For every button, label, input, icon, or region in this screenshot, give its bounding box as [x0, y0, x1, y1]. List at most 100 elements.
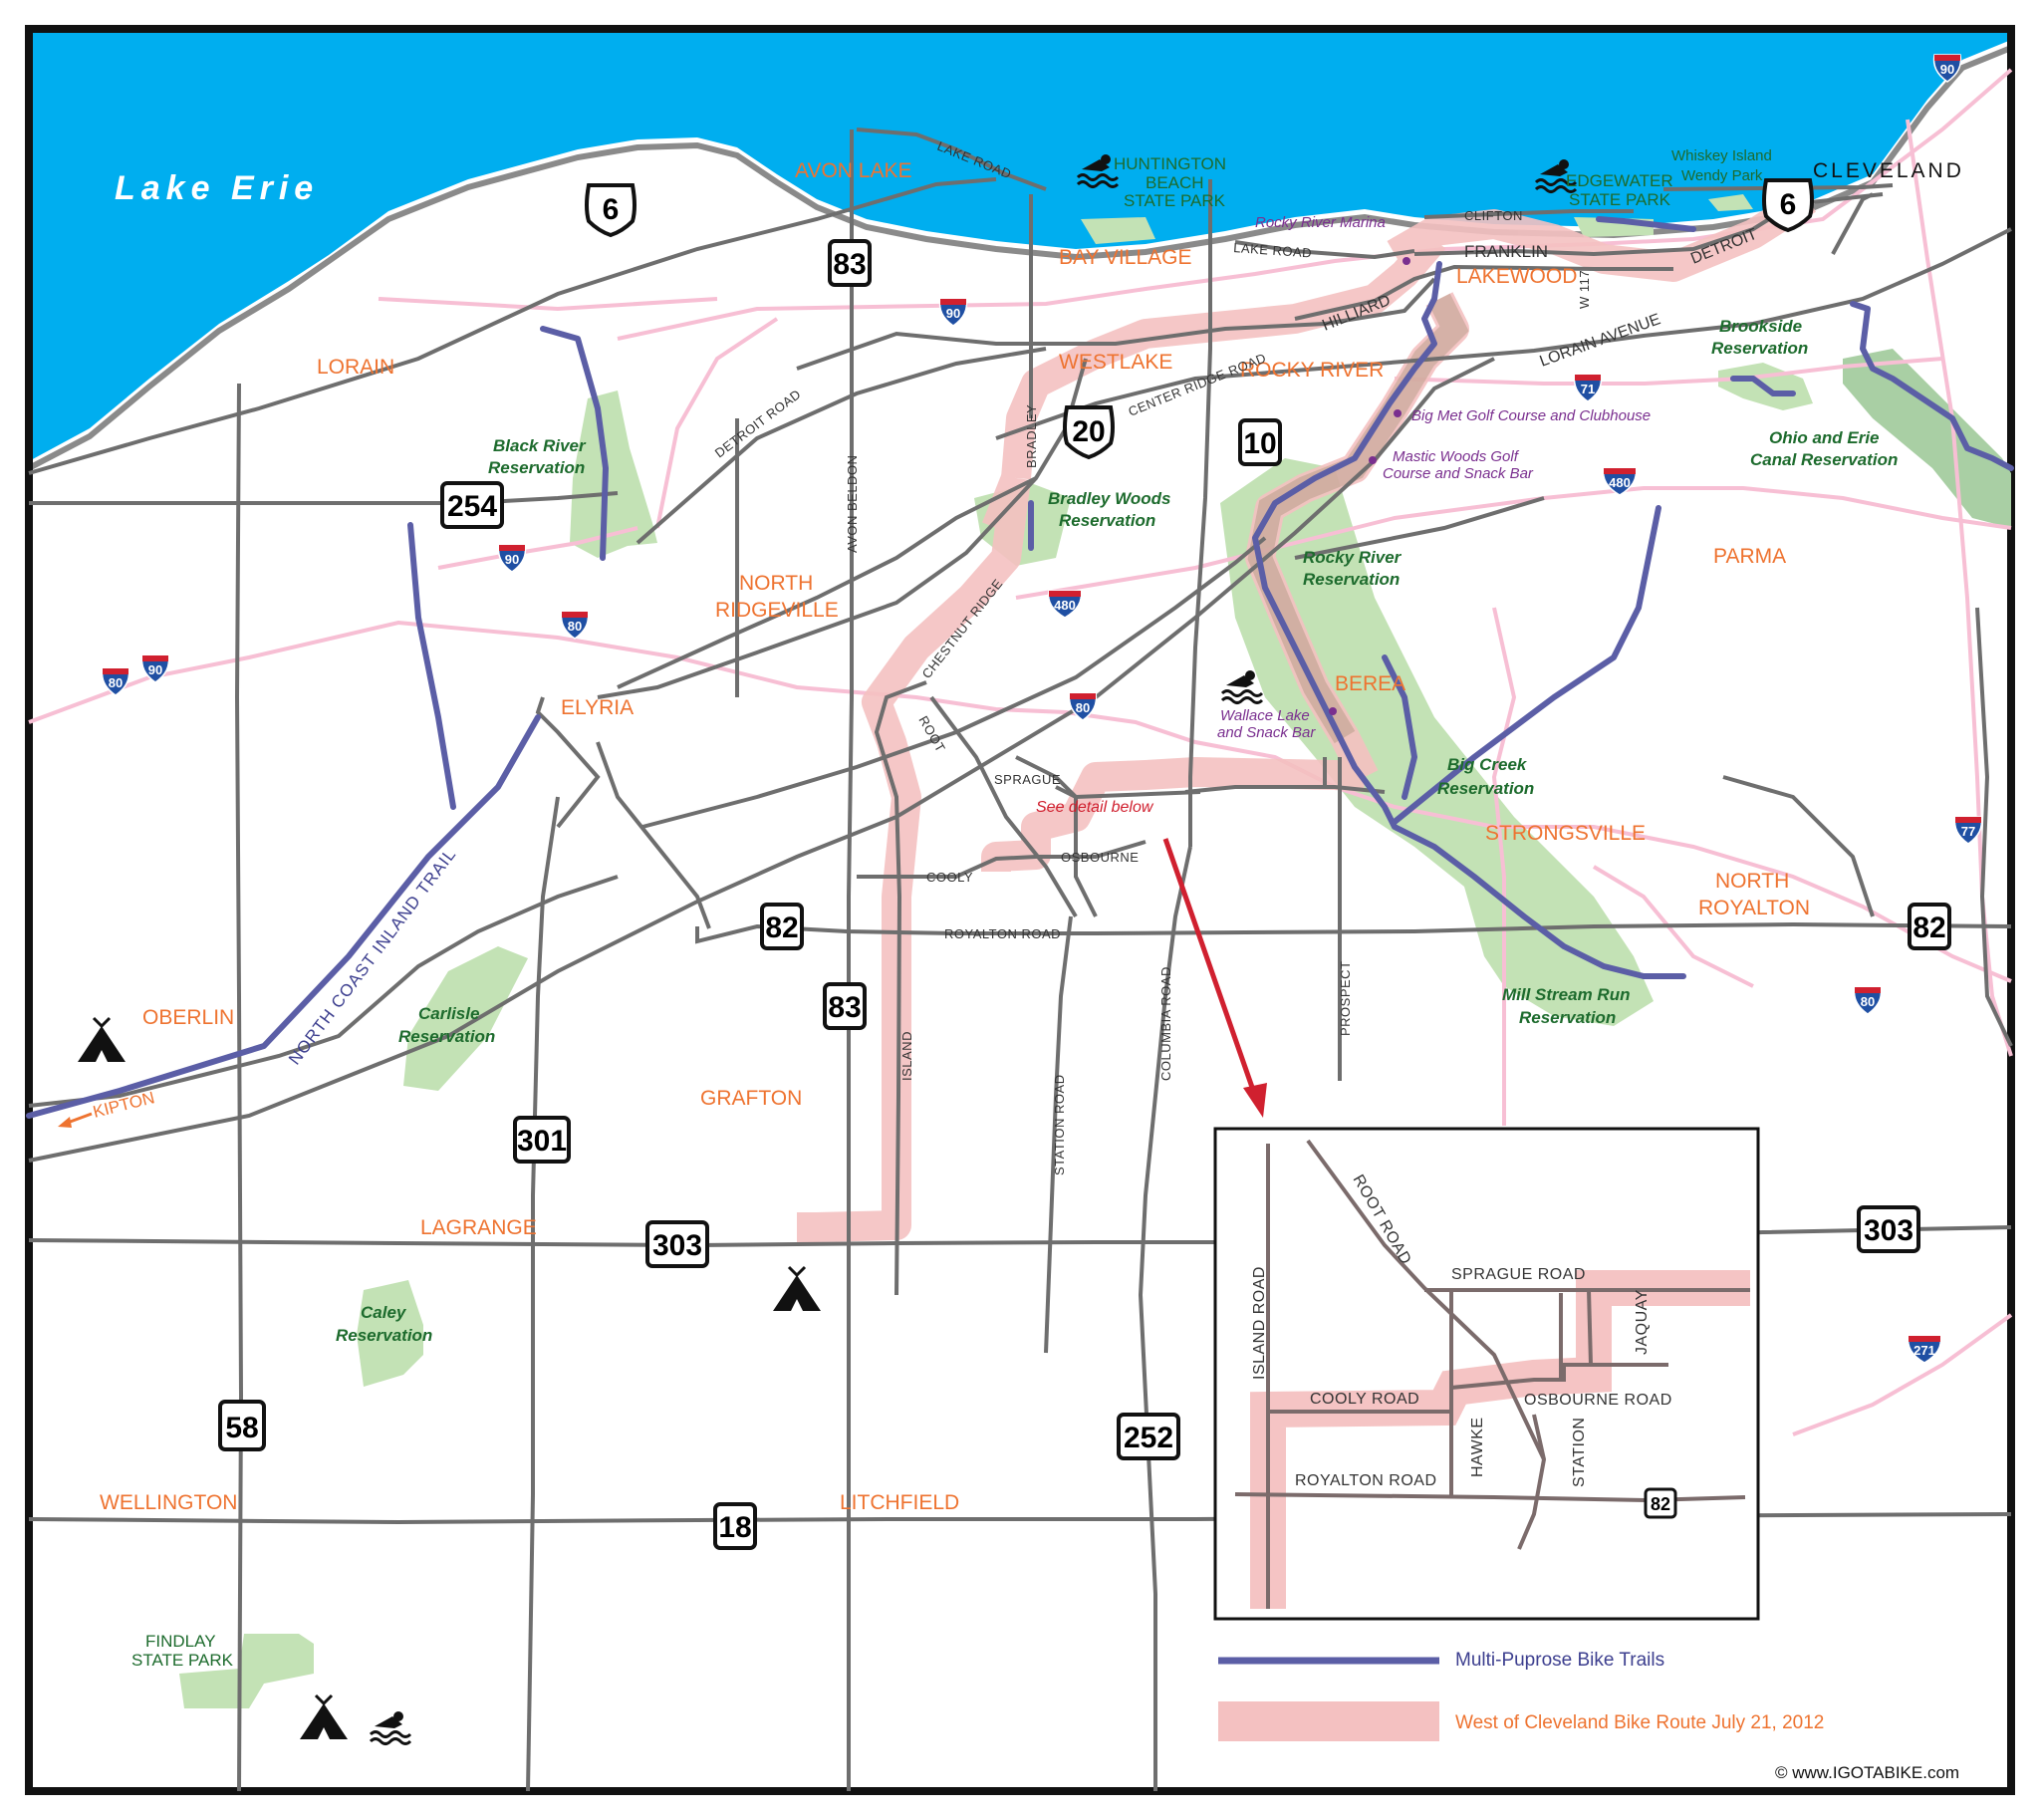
road-label: OSBOURNE	[1061, 850, 1139, 865]
city-label: STRONGSVILLE	[1485, 822, 1646, 845]
city-label: PARMA	[1713, 545, 1786, 568]
park-label: Reservation	[1711, 339, 1808, 358]
cleveland-spur	[1831, 192, 1874, 255]
state-route-shield: 83	[823, 982, 867, 1030]
bigmet-dot	[1394, 409, 1402, 417]
state-route-shield: 301	[513, 1116, 571, 1164]
park-label: Reservation	[398, 1027, 495, 1046]
north-coast-inland-trail	[26, 714, 541, 1119]
interstate-shield: 90	[938, 298, 968, 327]
city-label: LORAIN	[317, 356, 394, 379]
interstate-shield: 480	[1602, 467, 1638, 496]
interstate-number: 80	[109, 675, 123, 690]
interstate-shield: 80	[1068, 692, 1098, 721]
avon-beldon-road	[847, 130, 854, 1791]
inset-road-label: SPRAGUE ROAD	[1451, 1266, 1586, 1283]
road-label: STATION ROAD	[1052, 1074, 1067, 1175]
park-label: Reservation	[336, 1326, 432, 1345]
inset-road-label: COOLY ROAD	[1310, 1391, 1419, 1408]
park-label: Ohio and Erie	[1769, 428, 1880, 447]
interstate-number: 90	[946, 306, 960, 321]
ohio-erie-trail	[1850, 301, 2014, 471]
park-labels: HUNTINGTON BEACH STATE PARK EDGEWATER ST…	[131, 147, 1898, 1670]
interstate-number: 80	[1861, 994, 1875, 1009]
interstate-shield: 71	[1573, 374, 1603, 402]
park-label: FINDLAY	[145, 1632, 216, 1651]
chestnut-ridge-road	[597, 358, 1088, 699]
shield-number: 301	[517, 1125, 567, 1158]
black-river-north-trail	[540, 326, 609, 561]
mid-connector	[1294, 496, 1545, 560]
route-shields: 6 6 83 83 20 10 254 82	[218, 178, 1951, 1550]
center-ridge-road	[641, 536, 1267, 829]
shield-number: 83	[828, 991, 861, 1024]
map-canvas	[25, 25, 2015, 1795]
park-label: Whiskey Island	[1671, 147, 1772, 164]
state-route-shield: 303	[645, 1220, 709, 1268]
inset-road-label: STATION	[1571, 1418, 1588, 1487]
road-label: BRADLEY	[1024, 404, 1039, 468]
black-river-trail	[407, 522, 456, 810]
interstate-shield: 90	[140, 654, 170, 683]
lake-erie-water	[29, 29, 2011, 461]
interstate-number: 90	[505, 552, 519, 567]
city-label: OBERLIN	[142, 1006, 234, 1029]
rocky-river-trail	[1252, 261, 1686, 979]
interstate-number: 71	[1581, 382, 1595, 396]
shield-number: 18	[718, 1511, 751, 1544]
edgewater-trail	[1596, 216, 1696, 232]
i71-line	[1394, 357, 1943, 386]
park-label: Wendy Park	[1681, 167, 1763, 184]
road-label: PROSPECT	[1338, 960, 1353, 1036]
state-route-shield: 82	[1908, 903, 1951, 950]
map-legend: Multi-Puprose Bike Trails West of Clevel…	[1218, 1650, 1959, 1782]
interstate-number: 77	[1961, 824, 1975, 839]
wendy-park-area	[1708, 194, 1753, 211]
park-label: Reservation	[1059, 511, 1155, 530]
road-label: COLUMBIA ROAD	[1158, 966, 1173, 1081]
detail-inset: ROOT ROAD SPRAGUE ROAD ISLAND ROAD JAQUA…	[1213, 1127, 1760, 1621]
i71-south-line	[1491, 607, 1517, 1126]
shield-number: 303	[652, 1229, 702, 1262]
ohio-erie-canal-area	[1843, 349, 2011, 528]
brookside-trail	[1730, 376, 1796, 396]
park-label: Reservation	[488, 458, 585, 477]
state-route-shield: 83	[828, 239, 872, 287]
city-label: ROCKY RIVER	[1240, 359, 1384, 382]
poi-label: Big Met Golf Course and Clubhouse	[1411, 407, 1651, 424]
mastic-dot	[1369, 456, 1377, 464]
lake-road-west	[856, 128, 1047, 191]
state-route-shield: 82	[760, 903, 804, 950]
inset-roads	[1234, 1139, 1750, 1609]
legend-route-swatch	[1218, 1701, 1439, 1741]
marina-dot	[1402, 257, 1410, 265]
city-label: BEREA	[1335, 672, 1405, 695]
road-label: AVON BELDON	[845, 455, 860, 553]
inset-road-label: HAWKE	[1469, 1417, 1486, 1477]
shield-number: 58	[225, 1412, 258, 1444]
oh254-road	[29, 491, 619, 505]
legend-trail-label: Multi-Puprose Bike Trails	[1455, 1650, 1664, 1671]
shield-number: 252	[1124, 1422, 1173, 1454]
map-frame	[25, 25, 2015, 1795]
shield-number: 254	[447, 490, 497, 523]
lake-road-east	[1234, 240, 1415, 260]
shield-number: 303	[1864, 1214, 1913, 1247]
road-label: ROYALTON ROAD	[944, 926, 1061, 941]
shield-number: 82	[765, 911, 798, 944]
arrow-shaft	[1162, 838, 1258, 1097]
us-route-shield: 6	[585, 183, 637, 238]
park-label: Bradley Woods	[1048, 489, 1170, 508]
i80-line	[28, 620, 2012, 983]
cooly-osbourne-road	[857, 840, 1147, 879]
caley-area	[357, 1280, 423, 1387]
park-label: Reservation	[1303, 570, 1400, 589]
poi-markers	[1329, 257, 1410, 715]
lorain-avenue	[995, 227, 2012, 440]
park-label: HUNTINGTON	[1114, 154, 1226, 173]
interstate-shield: 271	[1907, 1335, 1942, 1364]
lake-name: Lake Erie	[115, 169, 319, 207]
park-label: Reservation	[1519, 1008, 1616, 1027]
us-route-shield: 6	[1762, 178, 1814, 233]
city-label: NORTH	[1715, 870, 1789, 893]
